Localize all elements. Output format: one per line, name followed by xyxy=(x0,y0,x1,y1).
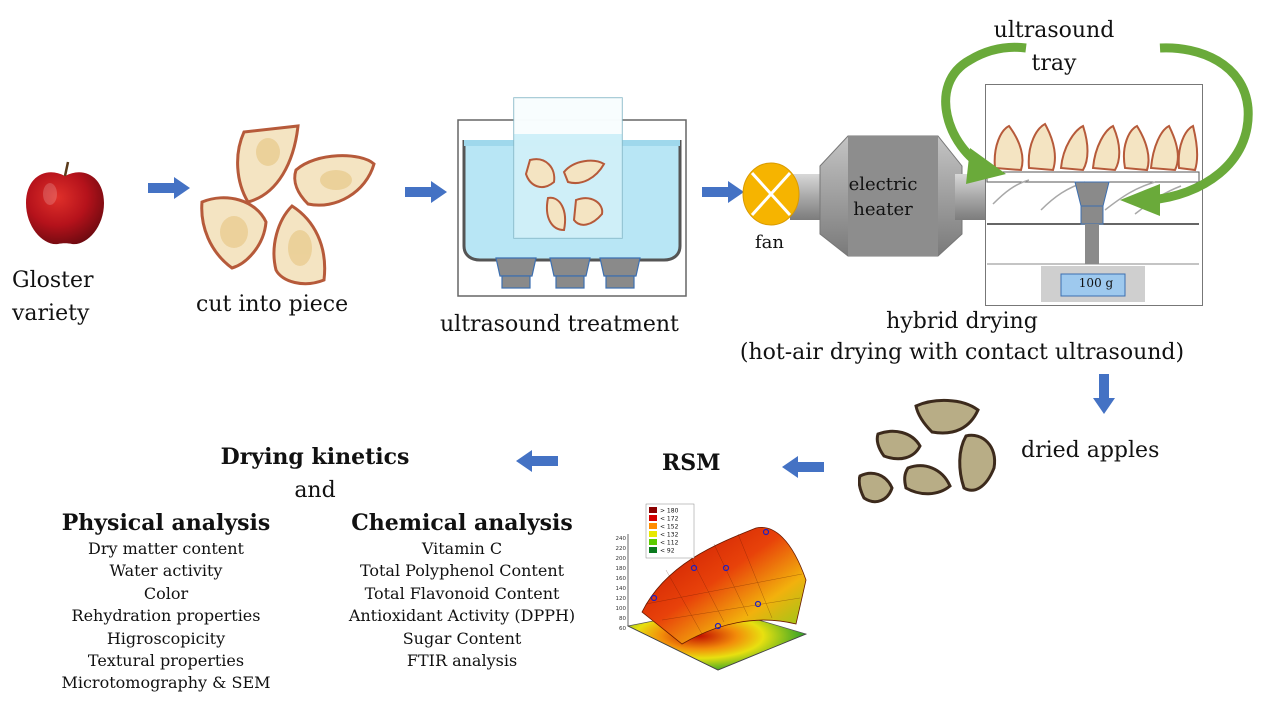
legend-swatch-2 xyxy=(649,523,657,529)
z-tick-8: 80 xyxy=(619,616,626,622)
cut-label: cut into piece xyxy=(196,292,349,317)
dried-apples-image xyxy=(858,392,1008,512)
chemical-item: Sugar Content xyxy=(402,628,522,648)
physical-item: Textural properties xyxy=(87,651,245,671)
chemical-analysis-block: Chemical analysis Vitamin C Total Polyph… xyxy=(334,508,590,672)
physical-item: Water activity xyxy=(109,561,223,581)
and-label: and xyxy=(294,478,336,503)
z-tick-5: 140 xyxy=(616,586,627,592)
z-tick-4: 160 xyxy=(616,576,627,582)
z-tick-9: 60 xyxy=(619,626,626,632)
chemical-item: Vitamin C xyxy=(421,539,503,558)
dried-apples-label: dried apples xyxy=(1021,438,1160,463)
ultrasound-tray-label: ultrasound tray xyxy=(993,18,1115,76)
legend-label-0: > 180 xyxy=(660,508,679,515)
variety-label: Gloster variety xyxy=(12,268,94,326)
ultrasound-bath-image xyxy=(456,96,688,298)
scale-reading: 100 g xyxy=(1078,276,1114,290)
chemical-item: Antioxidant Activity (DPPH) xyxy=(348,606,576,626)
physical-item: Higroscopicity xyxy=(106,628,226,648)
legend-label-4: < 112 xyxy=(660,540,679,547)
rsm-surface-plot: > 180 < 172 < 152 < 132 < 112 < 92 240 2… xyxy=(606,494,814,690)
physical-item: Dry matter content xyxy=(88,539,244,558)
fan-icon xyxy=(742,162,800,226)
legend-swatch-1 xyxy=(649,515,657,521)
apple-image xyxy=(22,158,108,248)
physical-item: Color xyxy=(143,583,189,603)
legend-label-1: < 172 xyxy=(660,516,679,523)
flow-arrow-2 xyxy=(405,181,447,203)
dryer-chamber xyxy=(985,84,1203,306)
flow-arrow-to-rsm xyxy=(782,456,824,478)
ultrasound-treatment-label: ultrasound treatment xyxy=(440,312,679,337)
z-tick-3: 180 xyxy=(616,566,627,572)
chemical-analysis-title: Chemical analysis xyxy=(351,510,573,536)
legend-swatch-3 xyxy=(649,531,657,537)
hot-air-duct xyxy=(740,130,1000,270)
z-tick-2: 200 xyxy=(616,556,627,562)
fan-label: fan xyxy=(755,232,784,253)
z-tick-0: 240 xyxy=(616,536,627,542)
physical-item: Rehydration properties xyxy=(71,606,261,626)
legend-swatch-0 xyxy=(649,507,657,513)
legend-swatch-4 xyxy=(649,539,657,545)
legend-label-3: < 132 xyxy=(660,532,679,539)
chemical-item: Total Polyphenol Content xyxy=(359,561,565,581)
physical-analysis-title: Physical analysis xyxy=(61,510,271,536)
hybrid-drying-label: hybrid drying (hot-air drying with conta… xyxy=(739,309,1185,365)
flow-arrow-3 xyxy=(702,181,744,203)
legend-label-5: < 92 xyxy=(660,548,675,555)
flow-arrow-down xyxy=(1093,374,1115,414)
z-tick-1: 220 xyxy=(616,546,627,552)
z-tick-7: 100 xyxy=(616,606,627,612)
ultrasound-cycle-arrow xyxy=(930,38,1266,220)
legend-swatch-5 xyxy=(649,547,657,553)
flow-arrow-1 xyxy=(148,177,190,199)
heater-label: electric heater xyxy=(848,174,918,220)
drying-kinetics-title: Drying kinetics xyxy=(220,444,410,470)
chemical-item: FTIR analysis xyxy=(406,651,518,671)
physical-analysis-block: Physical analysis Dry matter content Wat… xyxy=(40,508,292,695)
z-tick-6: 120 xyxy=(616,596,627,602)
apple-slices-image xyxy=(196,122,378,292)
physical-item: Microtomography & SEM xyxy=(61,673,271,693)
legend-label-2: < 152 xyxy=(660,524,679,531)
chemical-item: Total Flavonoid Content xyxy=(364,583,560,603)
rsm-title: RSM xyxy=(662,450,721,476)
flow-arrow-to-analysis xyxy=(516,450,558,472)
